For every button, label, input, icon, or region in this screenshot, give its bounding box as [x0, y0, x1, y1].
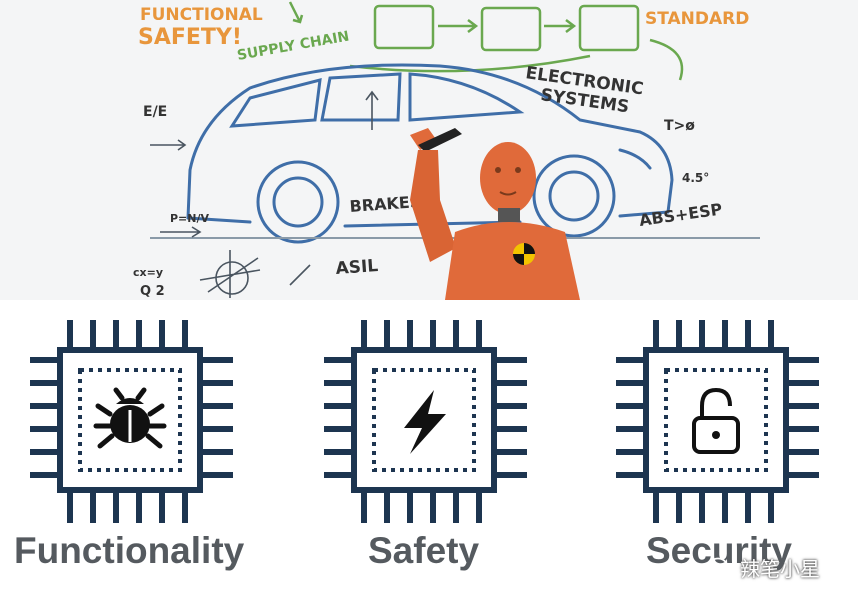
- safety-text: SAFETY!: [138, 25, 242, 50]
- chip-security: [614, 318, 824, 528]
- padlock-shackle: [700, 387, 732, 418]
- lightning-shape: [404, 390, 446, 454]
- dummy-arm: [410, 150, 456, 262]
- dummy-torso: [445, 222, 580, 300]
- flow-box-3: [578, 4, 640, 52]
- arrow-up-doodle: [365, 90, 379, 130]
- car-window-front: [408, 72, 525, 122]
- padlock-body: [692, 416, 740, 454]
- chip-icon: [30, 320, 233, 523]
- standard-text: STANDARD: [645, 9, 749, 29]
- chip-safety: [322, 318, 532, 528]
- dummy-neck: [498, 208, 520, 222]
- dummy-mouth: [499, 191, 517, 196]
- brakes-text: BRAKES: [349, 192, 422, 216]
- car-headlight: [618, 148, 652, 170]
- pnv-text: P=N/V: [170, 212, 210, 225]
- bug-leg: [97, 433, 115, 449]
- dummy-eye-right: [515, 167, 521, 173]
- dummy-eye-left: [495, 167, 501, 173]
- gauge-doodle: [199, 250, 261, 298]
- hero-whiteboard-image: FUNCTIONAL SAFETY! STANDARD SUPPLY CHAIN…: [0, 0, 858, 300]
- chip-icon: [616, 320, 819, 523]
- watermark: 辣笔小星: [708, 553, 820, 582]
- chip-icon: [324, 320, 527, 523]
- bug-leg: [95, 403, 113, 417]
- cxy-text: cx=y: [133, 266, 163, 279]
- wechat-icon: [708, 557, 734, 578]
- watermark-text: 辣笔小星: [740, 557, 820, 581]
- padlock-icon: [692, 387, 740, 454]
- car-body-top: [186, 63, 674, 220]
- dummy-target-quadrants: [513, 243, 535, 265]
- bug-leg: [113, 387, 125, 401]
- car-window-rear: [229, 77, 322, 128]
- label-safety: Safety: [368, 530, 480, 571]
- doodles: [150, 90, 379, 298]
- whiteboard-sketch: FUNCTIONAL SAFETY! STANDARD SUPPLY CHAIN…: [133, 1, 760, 300]
- arrow-pnv-doodle: [160, 226, 202, 238]
- padlock-keyhole: [712, 431, 720, 439]
- car-window-middle: [320, 72, 402, 122]
- flow-arrow-3: [649, 38, 684, 81]
- label-security: Security: [646, 530, 793, 571]
- bug-icon: [93, 387, 167, 449]
- marker-pen: [418, 128, 462, 152]
- flow-arrow-2: [544, 19, 577, 33]
- crash-test-dummy: [410, 128, 580, 300]
- arrow-left-doodle: [150, 139, 187, 151]
- q2-text: Q 2: [140, 284, 165, 299]
- gauge-needle-doodle: [289, 264, 311, 286]
- car-hub-rear: [272, 176, 324, 228]
- ee-text: E/E: [143, 104, 167, 120]
- supply-chain-text: SUPPLY CHAIN: [236, 28, 351, 63]
- label-functionality: Functionality: [14, 530, 245, 571]
- flow-arrow-4: [288, 1, 304, 24]
- abs-esp-text: ABS+ESP: [638, 199, 724, 230]
- flow-box-2: [480, 6, 542, 52]
- car-wheel-rear: [256, 160, 340, 244]
- car-hub-front: [548, 170, 600, 222]
- flow-box-1: [373, 4, 435, 50]
- dummy-head: [480, 142, 536, 214]
- asil-text: ASIL: [335, 256, 379, 279]
- deg45-text: 4.5°: [682, 171, 709, 185]
- bug-leg: [135, 387, 147, 401]
- flow-arrow-1: [438, 19, 479, 33]
- car-wheel-front: [532, 154, 616, 238]
- chip-functionality: [28, 318, 238, 528]
- t-phi-text: T>ø: [664, 118, 695, 134]
- bug-leg: [145, 433, 163, 449]
- gauge-circle-doodle: [215, 261, 249, 295]
- functional-text: FUNCTIONAL: [140, 5, 263, 25]
- bug-leg: [147, 403, 165, 417]
- lightning-icon: [404, 390, 446, 454]
- car-sketch: [186, 63, 674, 244]
